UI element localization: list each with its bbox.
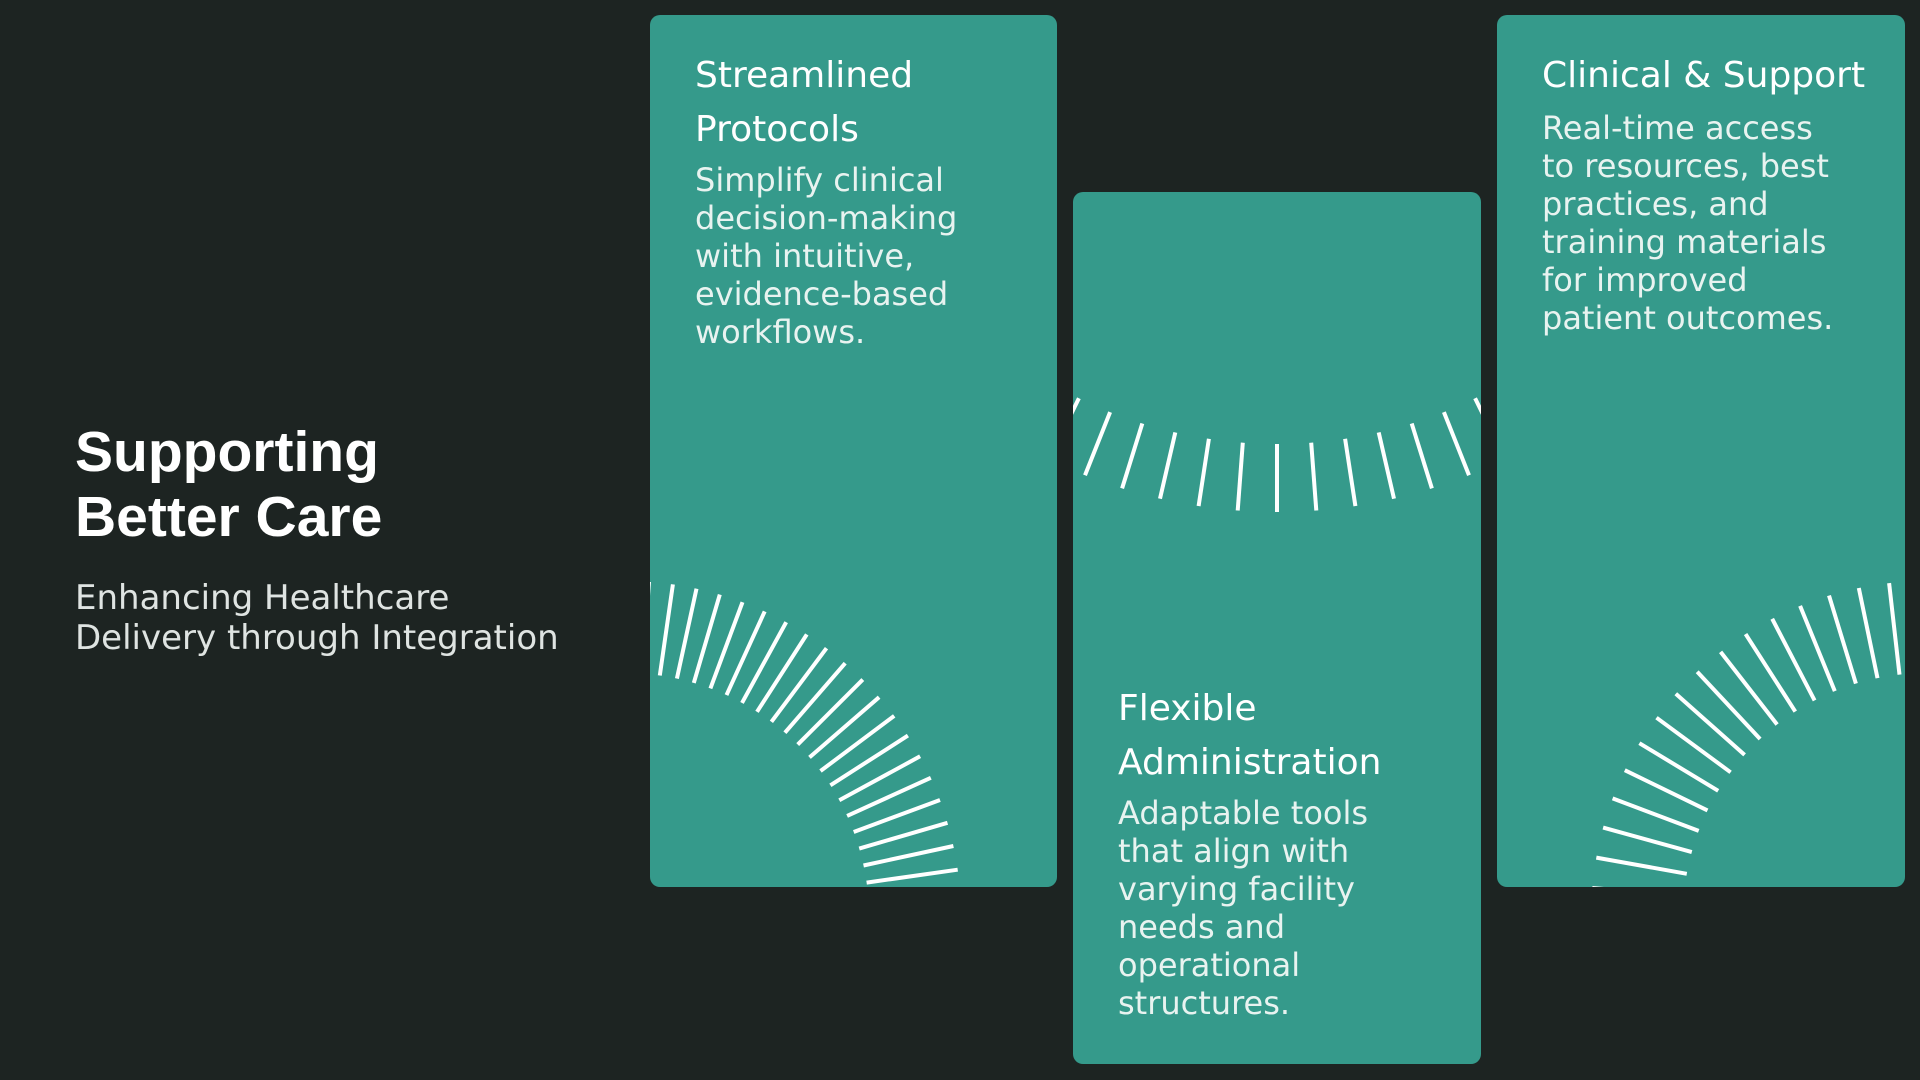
- card-clinical-support: Clinical & Support Real-time access to r…: [1497, 15, 1905, 887]
- ray-line: [853, 798, 941, 834]
- ray-line: [691, 594, 722, 684]
- ray-line: [1638, 741, 1720, 793]
- ray-line: [866, 867, 958, 885]
- ray-line: [1623, 768, 1709, 813]
- ray-line: [1695, 670, 1762, 741]
- ray-line: [1856, 587, 1880, 679]
- card-description: Adaptable tools that align with varying …: [1118, 794, 1369, 1022]
- ray-line: [846, 775, 932, 818]
- intro-section: Supporting Better Care Enhancing Healthc…: [75, 420, 635, 658]
- ray-line: [1442, 411, 1471, 477]
- ray-line: [808, 695, 881, 759]
- ray-line: [1158, 431, 1178, 500]
- card-flexible-administration: Flexible Administration Adaptable tools …: [1073, 192, 1481, 1064]
- ray-line: [724, 610, 767, 696]
- radiating-lines-decoration: [650, 581, 958, 885]
- radiating-lines-decoration: [1073, 397, 1481, 512]
- card-streamlined-protocols: Streamlined Protocols Simplify clinical …: [650, 15, 1057, 887]
- ray-line: [796, 678, 865, 747]
- ray-line: [858, 820, 949, 851]
- ray-line: [1674, 692, 1746, 757]
- ray-line: [863, 844, 954, 868]
- ray-line: [755, 633, 809, 713]
- card-heading: Streamlined Protocols: [695, 55, 914, 150]
- card-heading: Clinical & Support: [1542, 55, 1866, 96]
- card-heading: Flexible Administration: [1118, 688, 1382, 783]
- ray-line: [1083, 411, 1112, 477]
- ray-line: [1719, 650, 1779, 726]
- card-content: Flexible Administration Adaptable tools …: [1118, 682, 1458, 1022]
- slide-subtitle: Enhancing Healthcare Delivery through In…: [75, 578, 559, 658]
- ray-line: [1409, 422, 1434, 489]
- ray-line: [740, 621, 788, 704]
- ray-line: [1611, 796, 1700, 833]
- ray-line: [1196, 438, 1211, 507]
- card-description: Real-time access to resources, best prac…: [1542, 109, 1834, 337]
- ray-line: [674, 588, 699, 680]
- ray-line: [1655, 716, 1732, 774]
- ray-line: [1743, 633, 1797, 713]
- card-content: Streamlined Protocols Simplify clinical …: [695, 49, 1035, 351]
- ray-line: [819, 714, 896, 773]
- ray-line: [829, 733, 909, 787]
- ray-line: [1120, 422, 1145, 489]
- card-description: Simplify clinical decision-making with i…: [695, 161, 958, 351]
- slide-title: Supporting Better Care: [75, 420, 383, 549]
- radiating-lines-decoration: [1592, 582, 1902, 887]
- ray-line: [1309, 442, 1319, 511]
- card-content: Clinical & Support Real-time access to r…: [1542, 49, 1882, 337]
- ray-line: [657, 584, 675, 676]
- ray-line: [1602, 825, 1693, 855]
- ray-line: [1798, 605, 1837, 692]
- ray-line: [769, 647, 829, 723]
- ray-line: [1887, 582, 1902, 675]
- ray-line: [838, 754, 922, 803]
- ray-line: [1376, 431, 1396, 500]
- ray-line: [1770, 617, 1817, 702]
- ray-line: [783, 661, 847, 735]
- ray-line: [1595, 855, 1688, 876]
- ray-line: [1343, 438, 1358, 507]
- ray-line: [1073, 397, 1081, 415]
- ray-line: [1827, 595, 1858, 685]
- ray-line: [1235, 442, 1245, 511]
- ray-line: [1473, 397, 1481, 415]
- ray-line: [708, 601, 745, 690]
